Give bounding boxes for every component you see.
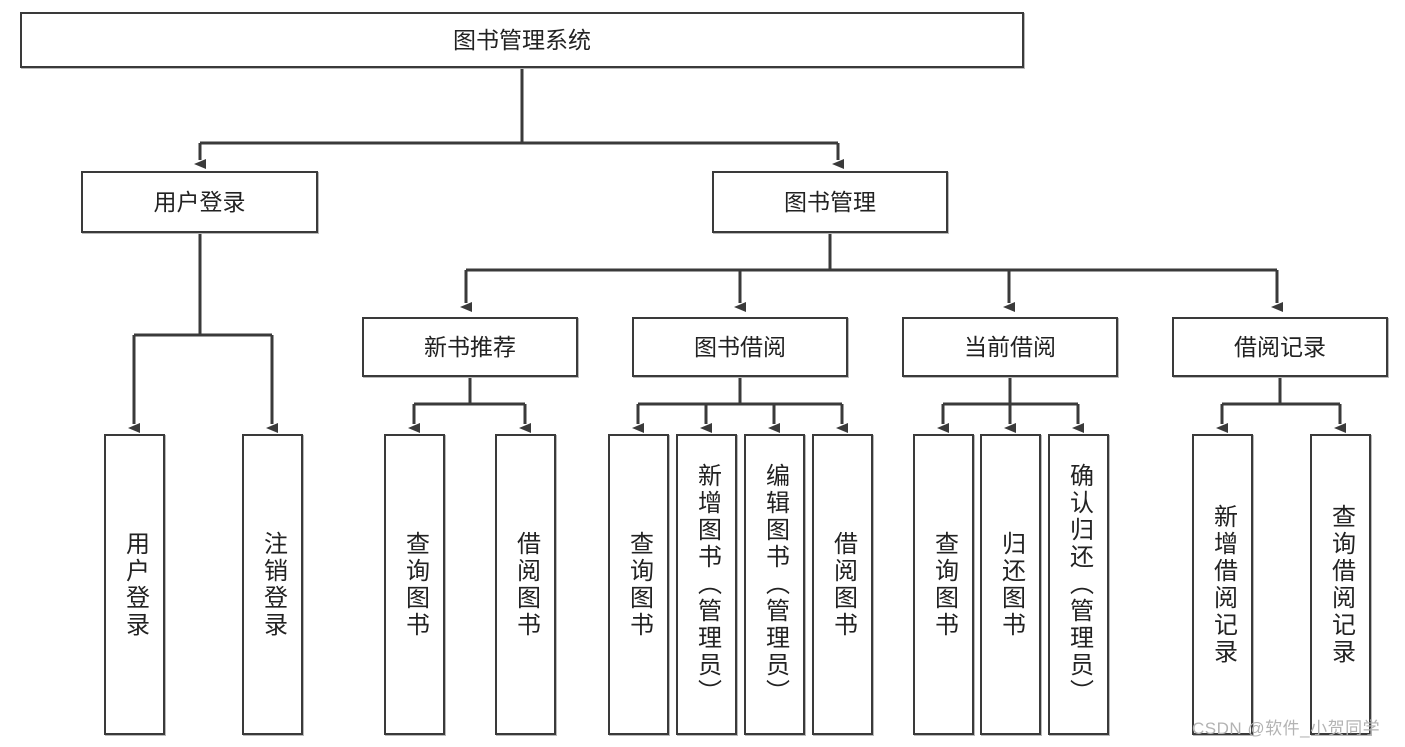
leaf-user-logout-label: 注销登录: [259, 530, 287, 639]
leaf-query-record-label: 查询借阅记录: [1327, 503, 1355, 666]
node-root[interactable]: 图书管理系统: [20, 12, 1024, 68]
node-book-borrow[interactable]: 图书借阅: [632, 317, 848, 377]
watermark: CSDN @软件_小贺同学: [1192, 719, 1381, 738]
leaf-user-login[interactable]: 用户登录: [104, 434, 165, 735]
leaf-borrow-book-1-label: 借阅图书: [512, 530, 540, 639]
node-new-book-recommend-label: 新书推荐: [424, 333, 516, 360]
node-borrow-record-label: 借阅记录: [1234, 333, 1326, 360]
node-root-label: 图书管理系统: [453, 26, 591, 53]
node-current-borrow[interactable]: 当前借阅: [902, 317, 1118, 377]
leaf-borrow-book-2-label: 借阅图书: [829, 530, 857, 639]
leaf-borrow-book-1[interactable]: 借阅图书: [495, 434, 556, 735]
node-new-book-recommend[interactable]: 新书推荐: [362, 317, 578, 377]
leaf-return-book[interactable]: 归还图书: [980, 434, 1041, 735]
leaf-return-book-label: 归还图书: [997, 530, 1025, 639]
node-current-borrow-label: 当前借阅: [964, 333, 1056, 360]
node-user-login[interactable]: 用户登录: [81, 171, 318, 233]
leaf-edit-book[interactable]: 编辑图书（管理员）: [744, 434, 805, 735]
leaf-query-book-2-label: 查询图书: [625, 530, 653, 639]
leaf-user-logout[interactable]: 注销登录: [242, 434, 303, 735]
leaf-query-book-2[interactable]: 查询图书: [608, 434, 669, 735]
node-borrow-record[interactable]: 借阅记录: [1172, 317, 1388, 377]
leaf-query-record[interactable]: 查询借阅记录: [1310, 434, 1371, 735]
leaf-confirm-return-label: 确认归还（管理员）: [1065, 463, 1093, 706]
node-book-borrow-label: 图书借阅: [694, 333, 786, 360]
leaf-query-book-1[interactable]: 查询图书: [384, 434, 445, 735]
node-book-management-label: 图书管理: [784, 188, 876, 215]
leaf-query-book-3[interactable]: 查询图书: [913, 434, 974, 735]
leaf-borrow-book-2[interactable]: 借阅图书: [812, 434, 873, 735]
leaf-add-record[interactable]: 新增借阅记录: [1192, 434, 1253, 735]
leaf-query-book-3-label: 查询图书: [930, 530, 958, 639]
leaf-query-book-1-label: 查询图书: [401, 530, 429, 639]
leaf-edit-book-label: 编辑图书（管理员）: [761, 463, 789, 706]
node-book-management[interactable]: 图书管理: [712, 171, 948, 233]
node-user-login-label: 用户登录: [153, 188, 246, 215]
leaf-add-book[interactable]: 新增图书（管理员）: [676, 434, 737, 735]
leaf-confirm-return[interactable]: 确认归还（管理员）: [1048, 434, 1109, 735]
leaf-user-login-label: 用户登录: [121, 530, 149, 639]
leaf-add-record-label: 新增借阅记录: [1209, 503, 1237, 666]
leaf-add-book-label: 新增图书（管理员）: [693, 463, 721, 706]
